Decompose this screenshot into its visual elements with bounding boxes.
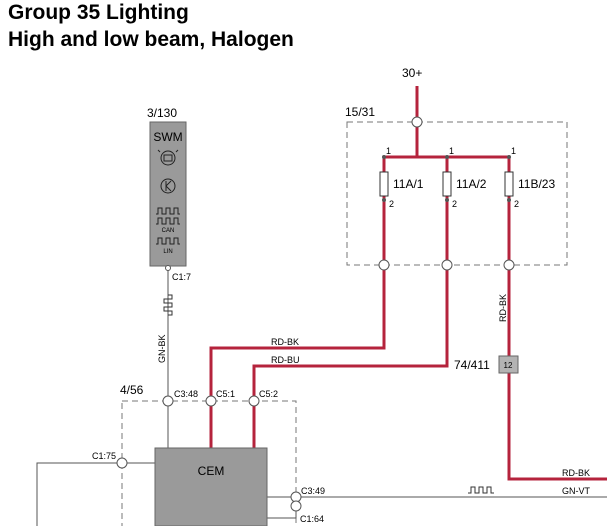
fuse1-name: 11A/1 bbox=[393, 177, 424, 191]
c3-49-label: C3:49 bbox=[301, 486, 325, 496]
splice-ref: 74/411 bbox=[454, 358, 490, 372]
rd-bk-right-wire-label: RD-BK bbox=[562, 468, 590, 478]
page-subtitle: High and low beam, Halogen bbox=[8, 28, 294, 51]
fuse3-pin1: 1 bbox=[511, 146, 516, 156]
fuse2-pin2-dot bbox=[445, 198, 449, 202]
cem-name: CEM bbox=[198, 464, 225, 478]
cem-module bbox=[154, 447, 268, 526]
splice-74-411 bbox=[498, 355, 519, 374]
swm-connector-c1-7 bbox=[165, 265, 171, 271]
supply-label: 30+ bbox=[402, 66, 422, 80]
lin-signal-icon bbox=[156, 237, 180, 245]
fuse3-name: 11B/23 bbox=[518, 177, 555, 191]
c1-75-wire bbox=[36, 462, 155, 526]
c5-1-label: C5:1 bbox=[216, 389, 235, 399]
fuse2-pin2: 2 bbox=[452, 199, 457, 209]
rd-bu-wire-label: RD-BU bbox=[271, 355, 300, 365]
fuse-box-out-3 bbox=[503, 259, 515, 271]
fuse3-pin2-dot bbox=[507, 198, 511, 202]
swm-ref: 3/130 bbox=[147, 106, 177, 120]
bulb-icon bbox=[157, 149, 179, 166]
fuse-box-out-2 bbox=[441, 259, 453, 271]
gn-vt-wire-label: GN-VT bbox=[562, 486, 591, 496]
supply-junction bbox=[411, 116, 423, 128]
fuse1-pin2-dot bbox=[382, 198, 386, 202]
rd-bk-vertical-wire-label: RD-BK bbox=[498, 294, 508, 322]
can-signal-icon bbox=[156, 207, 180, 225]
c5-2-junction bbox=[248, 395, 260, 407]
swm-connector-label: C1:7 bbox=[172, 272, 191, 282]
rd-bu-wire-path bbox=[252, 196, 449, 448]
transistor-icon bbox=[160, 178, 176, 194]
fuse-11a1 bbox=[379, 171, 389, 197]
splice-pin: 12 bbox=[504, 361, 513, 370]
gn-bk-wire-label: GN-BK bbox=[157, 334, 167, 363]
gn-bk-signal-symbol bbox=[163, 294, 173, 316]
fuse2-name: 11A/2 bbox=[456, 177, 487, 191]
fuse1-pin2: 2 bbox=[389, 199, 394, 209]
c3-48-label: C3:48 bbox=[174, 389, 198, 399]
c1-75-label: C1:75 bbox=[92, 451, 116, 461]
c5-1-junction bbox=[205, 395, 217, 407]
rd-bk-wire-label: RD-BK bbox=[271, 337, 299, 347]
fuse1-pin1: 1 bbox=[386, 146, 391, 156]
swm-can-label: CAN bbox=[162, 228, 175, 234]
c1-64-label: C1:64 bbox=[300, 514, 324, 524]
c5-2-label: C5:2 bbox=[259, 389, 278, 399]
c1-75-junction bbox=[116, 457, 128, 469]
fuse2-pin1: 1 bbox=[449, 146, 454, 156]
fuse-11b23 bbox=[504, 171, 514, 197]
rd-bk-right-wire-path bbox=[507, 196, 607, 481]
bus-dot-3 bbox=[507, 155, 511, 159]
fuse-box-label: 15/31 bbox=[345, 105, 375, 119]
swm-name: SWM bbox=[153, 130, 182, 144]
fuse-box-outline bbox=[346, 121, 568, 266]
page-title: Group 35 Lighting bbox=[8, 1, 189, 24]
bus-dot-1 bbox=[382, 155, 386, 159]
swm-module bbox=[149, 121, 187, 267]
swm-lin-label: LIN bbox=[163, 249, 172, 255]
fuse-11a2 bbox=[442, 171, 452, 197]
c1-64-junction bbox=[290, 500, 302, 512]
fuse3-pin2: 2 bbox=[514, 199, 519, 209]
bus-dot-2 bbox=[445, 155, 449, 159]
c3-48-junction bbox=[162, 395, 174, 407]
gn-vt-signal-symbol bbox=[468, 486, 494, 494]
cem-area-ref: 4/56 bbox=[120, 383, 144, 397]
rd-bk-wire-path bbox=[209, 196, 386, 448]
fuse-box-out-1 bbox=[378, 259, 390, 271]
